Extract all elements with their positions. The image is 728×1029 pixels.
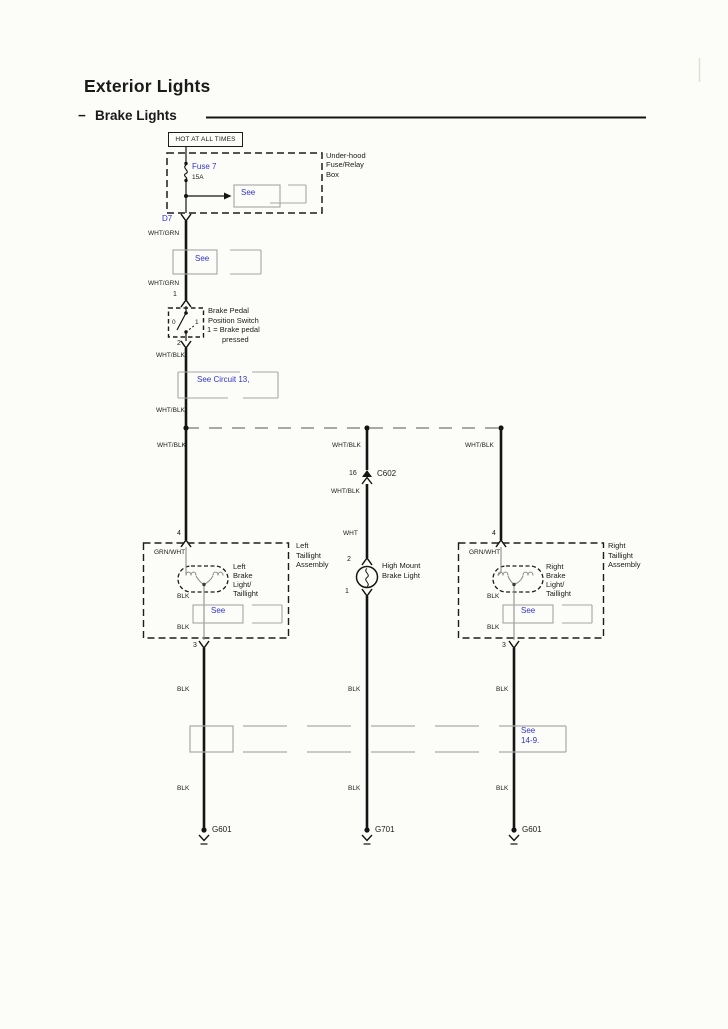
wire-label-wht-blk-mid2: WHT/BLK (331, 488, 360, 495)
switch-label-4: pressed (222, 334, 249, 344)
high-mount-label-2: Brake Light (382, 570, 420, 580)
brake-pedal-switch-symbol (167, 298, 205, 350)
wire-label-blk-g-left-2: BLK (177, 785, 190, 792)
fuse-relay-box (166, 152, 323, 214)
high-mount-bulb-symbol (355, 556, 379, 598)
left-assembly-pin-4: 4 (177, 530, 181, 537)
see-14-9-link[interactable]: See 14-9. (521, 727, 539, 745)
high-mount-pin-1: 1 (345, 588, 349, 595)
reference-box-left-assembly (192, 604, 283, 624)
left-assembly-pin-3: 3 (193, 642, 197, 649)
high-mount-pin-2: 2 (347, 556, 351, 563)
fuse-relay-box-label-3: Box (326, 169, 339, 179)
fuse-rating: 15A (192, 173, 204, 181)
page-title: Exterior Lights (84, 76, 211, 96)
right-assembly-label-3: Assembly (608, 560, 641, 569)
connector-c602-symbol (361, 470, 373, 485)
left-assembly-label-2: Taillight (296, 550, 322, 560)
reference-box-right-assembly (502, 604, 593, 624)
wire-label-blk-right-1: BLK (487, 593, 500, 600)
see-arrow (184, 192, 232, 200)
switch-pos-1: 1 (195, 319, 199, 326)
ground-symbol-right (508, 827, 520, 845)
wire-label-grn-wht-right: GRN/WHT (469, 549, 501, 556)
switch-label-3: 1 = Brake pedal (207, 325, 260, 334)
c602-name: C602 (377, 469, 397, 478)
wire-label-wht-grn-1: WHT/GRN (148, 230, 180, 237)
section-rule (206, 58, 701, 119)
right-bulb-label-1: Right (546, 561, 564, 571)
wire-label-wht-blk-b: WHT/BLK (156, 407, 185, 414)
wire-label-blk-right-2: BLK (487, 624, 500, 631)
left-bulb-label-3: Light/ (233, 579, 252, 589)
junction-line (183, 425, 504, 431)
ground-label-left: G601 (212, 825, 232, 834)
see-circuit-13-link[interactable]: See Circuit 13, (197, 375, 250, 384)
section-title: Brake Lights (95, 108, 177, 123)
high-mount-label-1: High Mount (382, 561, 421, 570)
connector-d7-link[interactable]: D7 (162, 214, 173, 223)
wire-label-grn-wht-left: GRN/WHT (154, 549, 186, 556)
switch-label-1: Brake Pedal (208, 306, 249, 315)
fuse-relay-box-label-1: Under-hood (326, 150, 366, 160)
wire-label-blk-left-1: BLK (177, 593, 190, 600)
right-taillight-assembly-box (457, 538, 605, 650)
wire-label-wht-grn-2: WHT/GRN (148, 280, 180, 287)
c602-pin: 16 (349, 470, 357, 477)
ground-symbol-middle (361, 827, 373, 845)
right-bulb-label-4: Taillight (546, 588, 572, 598)
fuse-relay-box-label-2: Fuse/Relay (326, 160, 364, 169)
switch-pin-1: 1 (173, 291, 177, 298)
reference-box-circuit13 (177, 371, 279, 399)
ground-symbol-left (198, 827, 210, 845)
see-14-9-line-2: 14-9. (521, 736, 540, 745)
wire-label-blk-g-right-2: BLK (496, 785, 509, 792)
ground-label-right: G601 (522, 825, 542, 834)
right-bulb-label-2: Brake (546, 570, 566, 580)
right-assembly-label-1: Right (608, 541, 626, 550)
reference-box-fusebox (233, 184, 307, 208)
left-assembly-label-3: Assembly (296, 560, 329, 569)
main-wire-right (202, 428, 516, 829)
switch-label-2: Position Switch (208, 315, 259, 325)
see-link-2[interactable]: See (195, 254, 210, 263)
hot-at-all-times-label: HOT AT ALL TIMES (175, 136, 236, 143)
right-assembly-pin-4: 4 (492, 530, 496, 537)
reference-box-2 (172, 249, 262, 275)
wire-label-wht-blk-left: WHT/BLK (157, 442, 186, 449)
wire-label-wht-blk-a: WHT/BLK (156, 351, 185, 359)
see-link-left-assembly[interactable]: See (211, 606, 226, 615)
right-assembly-label-2: Taillight (608, 550, 634, 560)
wire-label-wht-blk-right: WHT/BLK (465, 442, 494, 449)
switch-pos-0: 0 (172, 319, 176, 326)
left-taillight-assembly-box (142, 538, 290, 650)
ground-distribution-band (189, 725, 567, 753)
wire-label-blk-g-mid-1: BLK (348, 686, 361, 693)
wire-label-blk-g-right-1: BLK (496, 686, 509, 693)
wire-label-wht: WHT (343, 530, 358, 537)
left-bulb-label-2: Brake (233, 570, 253, 580)
wire-label-wht-blk-mid: WHT/BLK (332, 442, 361, 449)
see-link-right-assembly[interactable]: See (521, 606, 536, 615)
right-bulb-label-3: Light/ (546, 579, 565, 589)
see-14-9-line-1: See (521, 726, 536, 735)
fuse-7-link[interactable]: Fuse 7 (192, 162, 217, 171)
connector-d7-symbol (180, 213, 192, 223)
switch-pin-2: 2 (177, 339, 181, 347)
right-assembly-pin-3: 3 (502, 642, 506, 649)
wire-label-blk-left-2: BLK (177, 624, 190, 631)
left-bulb-label-1: Left (233, 561, 246, 571)
left-bulb-label-4: Taillight (233, 588, 259, 598)
fuse-symbol (183, 161, 188, 183)
wire-label-blk-g-mid-2: BLK (348, 785, 361, 792)
hot-at-all-times-box: HOT AT ALL TIMES (168, 132, 243, 147)
ground-label-middle: G701 (375, 825, 395, 834)
section-dash: − (78, 108, 86, 123)
see-link-fusebox[interactable]: See (241, 188, 256, 197)
left-assembly-label-1: Left (296, 541, 309, 550)
wire-label-blk-g-left-1: BLK (177, 686, 190, 693)
